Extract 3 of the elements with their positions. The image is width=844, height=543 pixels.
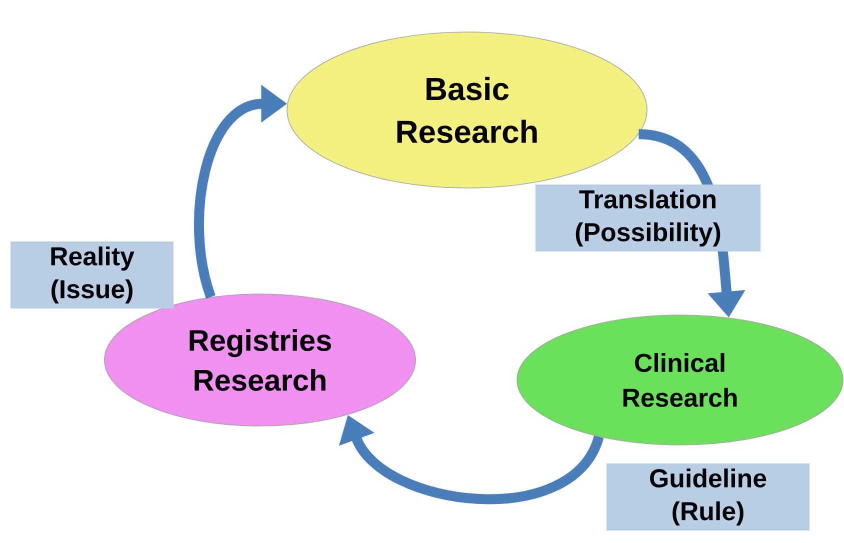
edge-label: Guideline (Rule) xyxy=(606,463,810,530)
edge-label: Reality (Issue) xyxy=(10,241,174,308)
edge-label: Translation (Possibility) xyxy=(536,184,760,252)
